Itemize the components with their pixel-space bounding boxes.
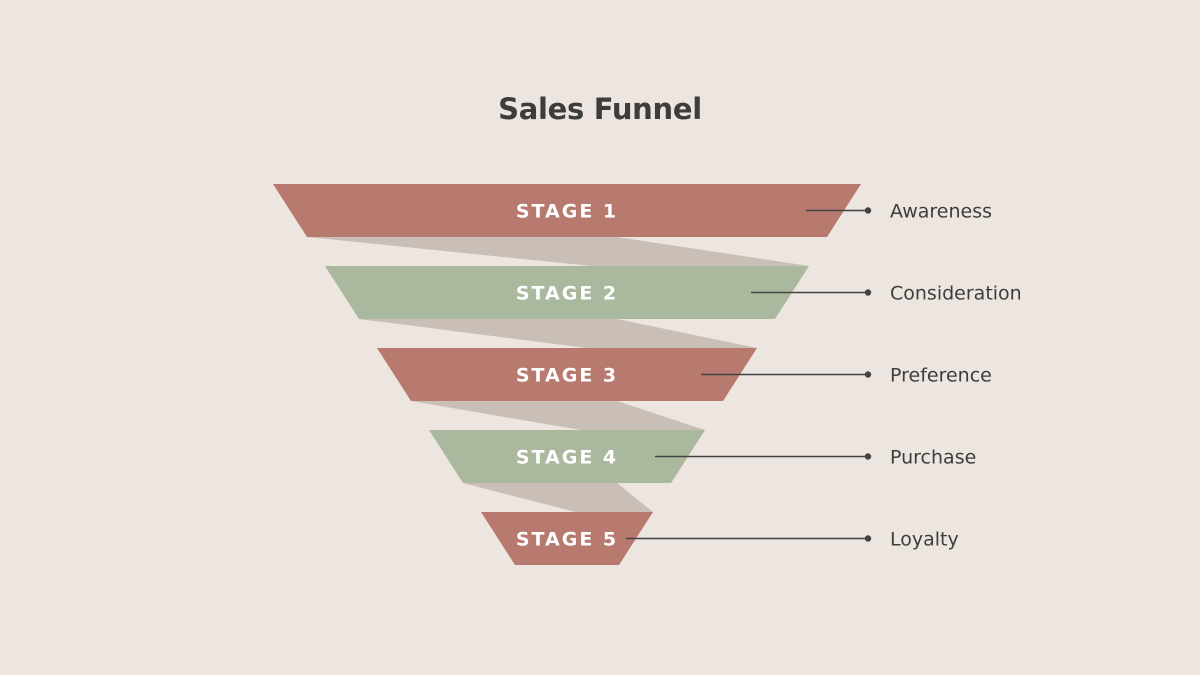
stage-4-band (429, 430, 705, 483)
stage-2-label: Consideration (890, 283, 1022, 305)
stage-3-band (377, 348, 757, 401)
connector-3 (411, 401, 705, 430)
stage-5-name: STAGE 5 (516, 529, 618, 551)
stage-3-name: STAGE 3 (516, 365, 618, 387)
funnel-leader-lines: AwarenessConsiderationPreferencePurchase… (626, 201, 1022, 551)
stage-4-label: Purchase (890, 447, 976, 469)
stage-2-name: STAGE 2 (516, 283, 618, 305)
connector-1 (307, 237, 809, 266)
stage-3-leader-dot (864, 371, 872, 378)
stage-2-band (325, 266, 809, 319)
connector-2 (359, 319, 757, 348)
stage-1-leader-dot (864, 207, 872, 214)
connector-4 (463, 483, 653, 512)
stage-2-leader-dot (864, 289, 872, 296)
stage-1-band (273, 184, 861, 237)
stage-4-leader-dot (864, 453, 872, 460)
funnel-connectors (307, 237, 809, 512)
stage-5-label: Loyalty (890, 529, 959, 551)
stage-1-label: Awareness (890, 201, 992, 223)
stage-3-label: Preference (890, 365, 992, 387)
stage-5-leader-dot (864, 535, 872, 542)
stage-4-name: STAGE 4 (516, 447, 618, 469)
diagram-title: Sales Funnel (498, 92, 702, 126)
stage-5-band (481, 512, 653, 565)
stage-1-name: STAGE 1 (516, 201, 618, 223)
funnel-stages: STAGE 1 STAGE 2 STAGE 3 STAGE 4 STAGE 5 (273, 184, 861, 565)
